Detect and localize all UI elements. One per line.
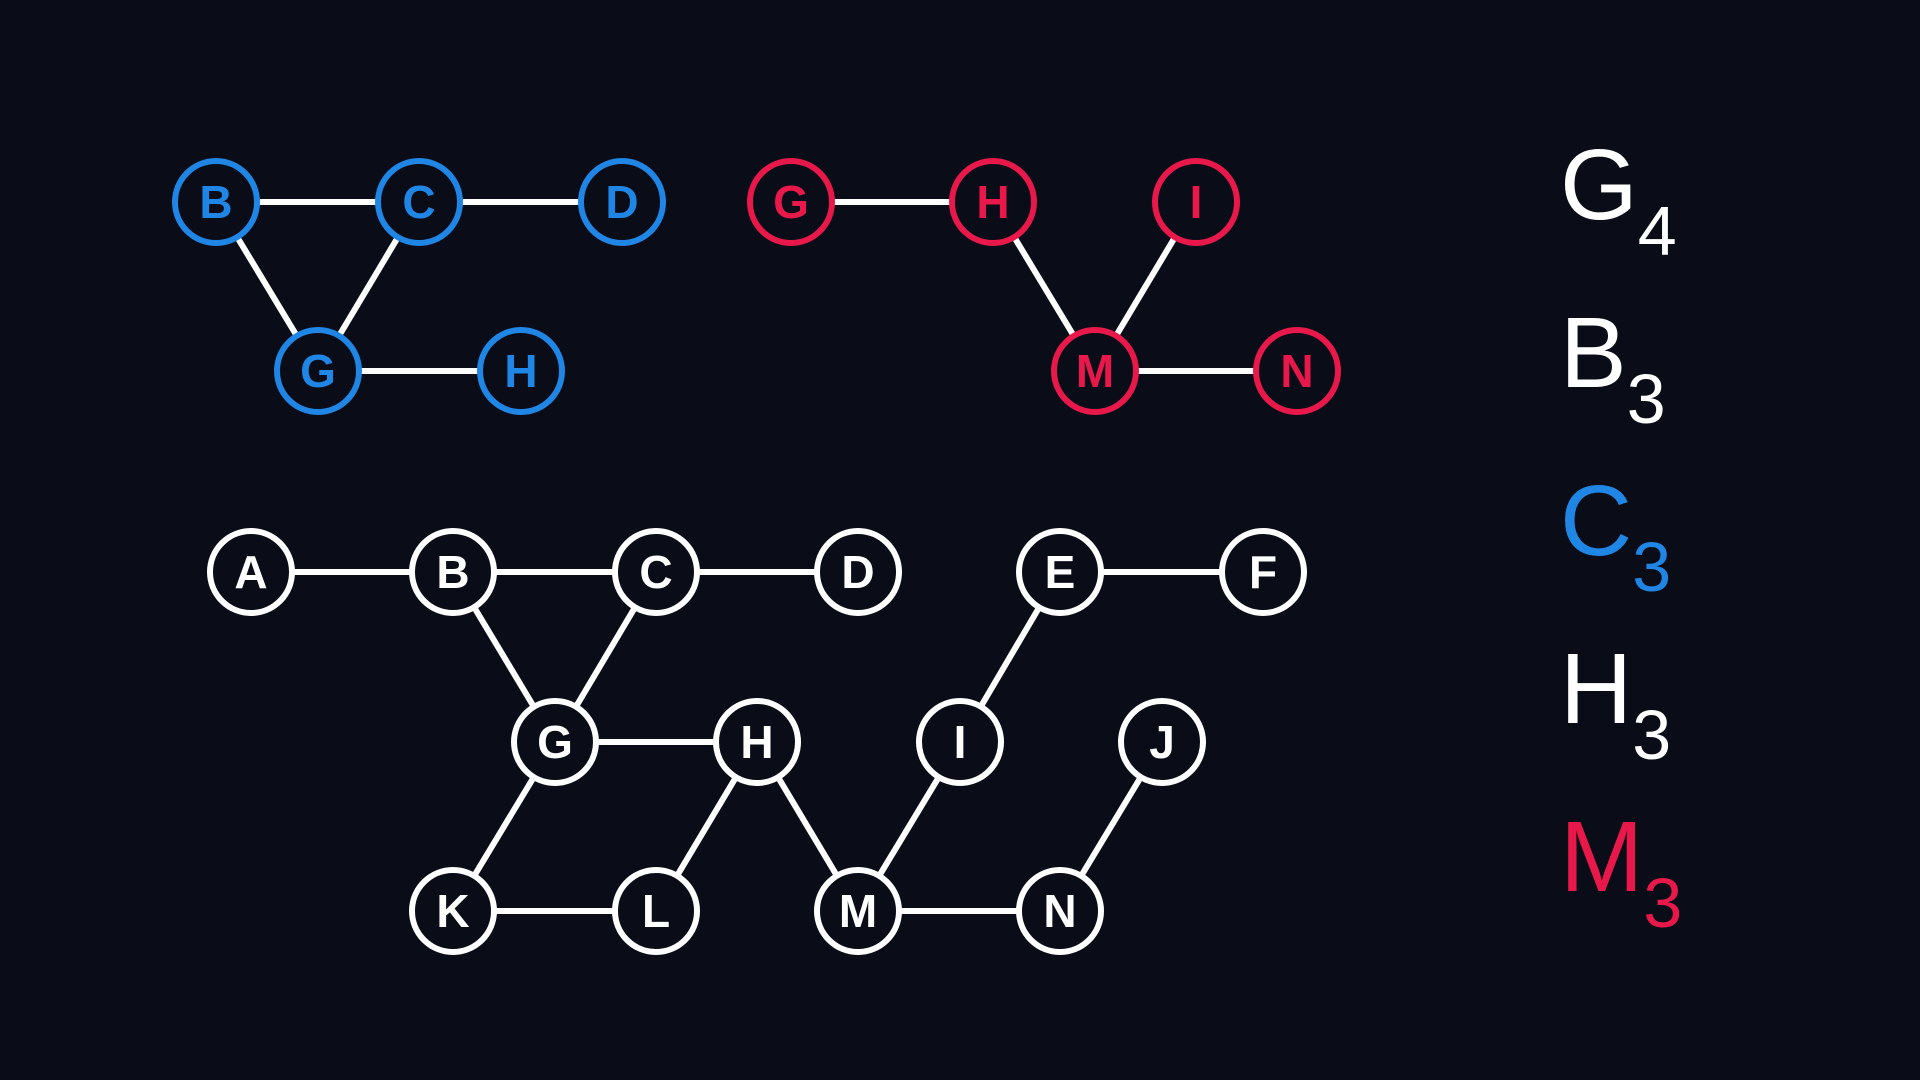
main-node-circle (713, 698, 801, 786)
subgraph-label-letter: G (1560, 129, 1638, 241)
main-node-label: B (436, 546, 469, 598)
blue-node-label: B (199, 176, 232, 228)
main-node-h: H (713, 698, 801, 786)
main-node-a: A (207, 528, 295, 616)
main-node-label: J (1149, 716, 1175, 768)
main-node-circle (1016, 528, 1104, 616)
blue-node-label: D (605, 176, 638, 228)
main-node-label: I (954, 716, 967, 768)
subgraph-label-letter: M (1560, 801, 1643, 913)
main-node-circle (1219, 528, 1307, 616)
main-node-label: L (642, 885, 670, 937)
subgraph-label-1: B3 (1560, 303, 1666, 438)
blue-node-circle (477, 327, 565, 415)
main-node-b: B (409, 528, 497, 616)
main-node-label: E (1045, 546, 1076, 598)
blue-node-label: H (504, 345, 537, 397)
red-node-i: I (1152, 158, 1240, 246)
main-node-l: L (612, 867, 700, 955)
red-node-m: M (1051, 327, 1139, 415)
subgraph-label-4: M3 (1560, 807, 1682, 942)
main-node-label: F (1249, 546, 1277, 598)
main-node-label: H (740, 716, 773, 768)
red-node-g: G (747, 158, 835, 246)
subgraph-label-list: G4 B3 C3 H3 M3 (1560, 135, 1760, 955)
subgraph-label-index: 3 (1632, 528, 1671, 606)
main-node-circle (1118, 698, 1206, 786)
blue-node-g: G (274, 327, 362, 415)
subgraph-label-index: 3 (1632, 696, 1671, 774)
red-subgraph: G H I M N (747, 158, 1341, 415)
blue-node-circle (172, 158, 260, 246)
main-node-label: N (1043, 885, 1076, 937)
red-node-circle (1051, 327, 1139, 415)
main-node-m: M (814, 867, 902, 955)
subgraph-label-index: 4 (1637, 192, 1677, 270)
subgraph-label-0: G4 (1560, 135, 1677, 270)
main-node-label: K (436, 885, 469, 937)
red-node-label: I (1190, 176, 1203, 228)
blue-node-label: G (300, 345, 336, 397)
main-node-f: F (1219, 528, 1307, 616)
main-node-circle (814, 867, 902, 955)
red-node-circle (747, 158, 835, 246)
main-node-e: E (1016, 528, 1104, 616)
red-node-h: H (949, 158, 1037, 246)
subgraph-label-3: H3 (1560, 639, 1671, 774)
red-node-circle (1253, 327, 1341, 415)
main-node-k: K (409, 867, 497, 955)
subgraph-label-letter: H (1560, 633, 1632, 745)
red-node-circle (1152, 158, 1240, 246)
blue-subgraph: B C D G H (172, 158, 666, 415)
main-node-circle (409, 528, 497, 616)
blue-node-c: C (375, 158, 463, 246)
main-node-label: M (839, 885, 877, 937)
subgraph-label-letter: B (1560, 297, 1627, 409)
main-node-circle (814, 528, 902, 616)
blue-node-circle (578, 158, 666, 246)
main-node-circle (409, 867, 497, 955)
blue-node-label: C (402, 176, 435, 228)
red-node-label: G (773, 176, 809, 228)
main-node-circle (1016, 867, 1104, 955)
subgraph-label-2: C3 (1560, 471, 1671, 606)
main-node-d: D (814, 528, 902, 616)
main-node-n: N (1016, 867, 1104, 955)
red-node-n: N (1253, 327, 1341, 415)
red-node-label: H (976, 176, 1009, 228)
main-node-i: I (916, 698, 1004, 786)
main-node-circle (612, 867, 700, 955)
red-node-label: N (1280, 345, 1313, 397)
main-node-circle (612, 528, 700, 616)
main-node-label: D (841, 546, 874, 598)
red-node-circle (949, 158, 1037, 246)
main-node-label: C (639, 546, 672, 598)
subgraph-label-index: 3 (1626, 360, 1666, 438)
main-node-label: A (234, 546, 267, 598)
subgraph-label-letter: C (1560, 465, 1632, 577)
main-node-j: J (1118, 698, 1206, 786)
main-node-circle (916, 698, 1004, 786)
main-node-g: G (511, 698, 599, 786)
main-node-circle (511, 698, 599, 786)
main-node-label: G (537, 716, 573, 768)
blue-node-circle (375, 158, 463, 246)
red-node-label: M (1076, 345, 1114, 397)
blue-node-circle (274, 327, 362, 415)
main-node-c: C (612, 528, 700, 616)
main-graph: A B C D E F G H I J K L M N (207, 528, 1307, 955)
subgraph-label-index: 3 (1643, 864, 1682, 942)
main-node-circle (207, 528, 295, 616)
blue-node-b: B (172, 158, 260, 246)
blue-node-h: H (477, 327, 565, 415)
blue-node-d: D (578, 158, 666, 246)
